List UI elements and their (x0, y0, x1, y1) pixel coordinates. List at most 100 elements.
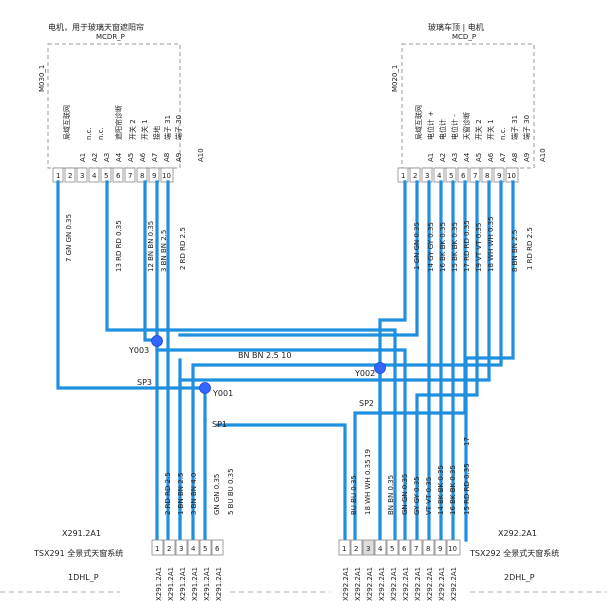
pin[interactable]: 2 (350, 539, 363, 556)
wire (155, 180, 407, 542)
pin[interactable]: 7 (469, 167, 481, 183)
wire-label: 5 BU BU 0.35 (227, 468, 235, 515)
pin[interactable]: 10 (446, 539, 461, 556)
pin[interactable]: 3 (362, 539, 375, 556)
wire (216, 423, 347, 542)
pin[interactable]: 4 (88, 167, 100, 183)
left-a-label: A6 (139, 152, 147, 162)
svg-text:6: 6 (402, 545, 407, 553)
pin[interactable]: 4 (187, 539, 200, 556)
pin[interactable]: 1 (338, 539, 351, 556)
svg-text:4: 4 (437, 172, 442, 180)
right-connector-pin-labels: X292.2A1 X292.2A1 X292.2A1 X292.2A1 X292… (342, 567, 458, 601)
svg-text:2: 2 (68, 172, 72, 180)
svg-text:5: 5 (104, 172, 108, 180)
wire (464, 180, 515, 542)
pin[interactable]: 5 (445, 167, 457, 183)
left-a-label: A8 (163, 153, 171, 162)
pin[interactable]: 8 (422, 539, 435, 556)
wire-label: GN GN 0.35 (401, 474, 409, 515)
left-connector-id: X291.2A1 (62, 529, 101, 538)
left-label: n.c. (97, 127, 105, 140)
pin[interactable]: 1 (52, 167, 64, 183)
svg-text:X292.2A1: X292.2A1 (438, 567, 446, 601)
svg-text:5: 5 (390, 545, 394, 553)
pin[interactable]: 4 (374, 539, 387, 556)
right-module-pins: 1 2 3 4 5 6 7 8 9 10 (397, 167, 519, 183)
pin[interactable]: 5 (199, 539, 212, 556)
pin[interactable]: 10 (505, 167, 519, 183)
svg-text:9: 9 (438, 545, 442, 553)
wire-label: 2 RD RD 2.5 (164, 472, 172, 515)
left-label: 遮阳帘诊断 (114, 105, 123, 140)
splice-y001 (199, 382, 211, 394)
svg-text:10: 10 (448, 545, 457, 553)
svg-text:3: 3 (179, 545, 183, 553)
pin[interactable]: 9 (434, 539, 447, 556)
pin[interactable]: 10 (160, 167, 174, 183)
splice-y003 (151, 335, 163, 347)
pin[interactable]: 2 (64, 167, 76, 183)
right-a-label: A8 (511, 153, 519, 162)
right-a-label: A1 (427, 153, 435, 162)
left-a-label: A2 (91, 153, 99, 162)
left-a-label: A4 (115, 152, 123, 162)
wire (178, 180, 491, 542)
wire-label: 15 BK BK 0.35 (451, 222, 459, 272)
right-label: 电位计 - (450, 114, 459, 140)
right-module-labels: 局域互联网 电位计 + 电位计 电位计 - 天窗诊断 开关 2 开关 1 n.c… (414, 105, 547, 162)
pin[interactable]: 5 (100, 167, 112, 183)
svg-text:6: 6 (215, 545, 220, 553)
pin[interactable]: 8 (481, 167, 493, 183)
right-label: 端子 31 (510, 115, 519, 140)
pin[interactable]: 6 (211, 539, 224, 556)
wire-label: 3 BN BN 2.5 (160, 230, 168, 272)
svg-text:X291.2A1: X291.2A1 (203, 567, 211, 601)
wire (191, 180, 503, 402)
wire-label: 17 (463, 437, 471, 446)
pin[interactable]: 7 (124, 167, 136, 183)
pin[interactable]: 2 (409, 167, 421, 183)
pin[interactable]: 9 (493, 167, 505, 183)
svg-text:5: 5 (449, 172, 453, 180)
wire-label: GN GN 0.35 (213, 474, 221, 515)
wire-label: 3 BN BN 4.0 (190, 473, 198, 515)
svg-text:X291.2A1: X291.2A1 (191, 567, 199, 601)
pin[interactable]: 5 (386, 539, 399, 556)
pin[interactable]: 6 (398, 539, 411, 556)
svg-text:6: 6 (116, 172, 121, 180)
left-module-pins: 1 2 3 4 5 6 7 8 9 10 (52, 167, 174, 183)
left-connector-code: 1DHL_P (68, 573, 99, 582)
right-label: 天窗诊断 (462, 112, 471, 140)
svg-text:8: 8 (426, 545, 430, 553)
left-module-code: MCDR_P (96, 33, 125, 41)
right-a-label: A5 (475, 153, 483, 162)
svg-text:X291.2A1: X291.2A1 (179, 567, 187, 601)
wire-label: 14 GY GY 0.35 (427, 222, 435, 272)
pin[interactable]: 6 (457, 167, 469, 183)
pin[interactable]: 6 (112, 167, 124, 183)
wire-label: 7 GN GN 0.35 (65, 214, 73, 262)
pin[interactable]: 7 (410, 539, 423, 556)
pin[interactable]: 9 (148, 167, 160, 183)
svg-text:X292.2A1: X292.2A1 (354, 567, 362, 601)
wire-label: 19 VT VT 0.35 (475, 223, 483, 272)
wire (178, 180, 419, 337)
left-bottom-wire-labels: 2 RD RD 2.5 1 BN BN 2.5 3 BN BN 4.0 GN G… (164, 468, 235, 515)
pin[interactable]: 8 (136, 167, 148, 183)
pin[interactable]: 1 (397, 167, 409, 183)
svg-text:7: 7 (473, 172, 477, 180)
wire (353, 180, 467, 542)
pin[interactable]: 3 (421, 167, 433, 183)
right-label: 局域互联网 (414, 105, 423, 140)
left-label: 接地 (152, 126, 161, 140)
left-label: 开关 1 (140, 119, 149, 140)
right-a-label: A2 (439, 153, 447, 162)
pin[interactable]: 3 (175, 539, 188, 556)
svg-text:X292.2A1: X292.2A1 (402, 567, 410, 601)
wire (415, 180, 479, 542)
pin[interactable]: 2 (163, 539, 176, 556)
pin[interactable]: 4 (433, 167, 445, 183)
pin[interactable]: 1 (151, 539, 164, 556)
pin[interactable]: 3 (76, 167, 88, 183)
